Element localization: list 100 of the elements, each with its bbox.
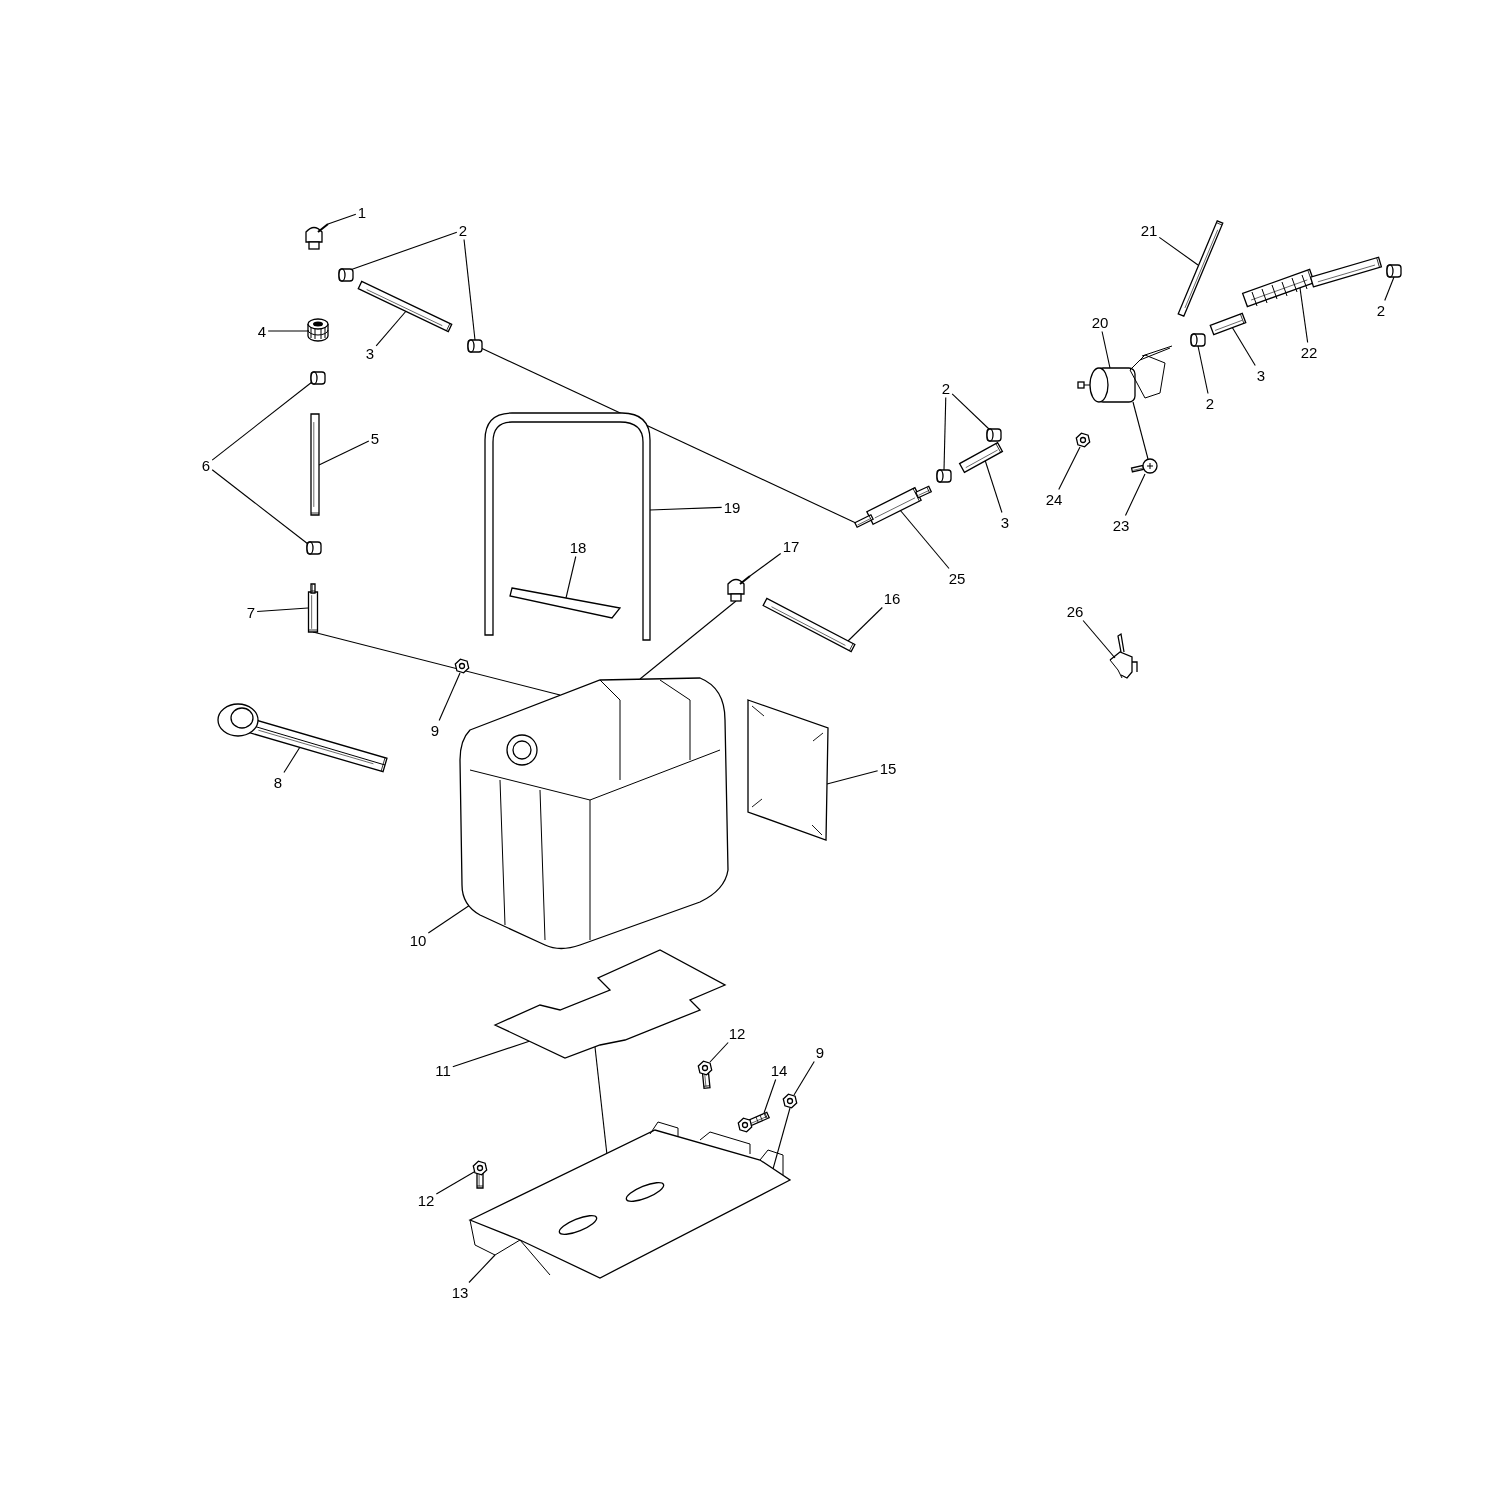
hose-drawing (762, 597, 856, 653)
leader-line (899, 509, 950, 570)
assembly-line (772, 1107, 791, 1170)
fuel-pump-drawing (1077, 345, 1173, 403)
callout-number: 24 (1045, 491, 1063, 507)
fuel-gauge-drawing (217, 703, 388, 773)
callout-number: 23 (1112, 517, 1130, 533)
callout-number: 3 (365, 345, 375, 361)
leader-line (1124, 473, 1146, 517)
leader-line (793, 1060, 815, 1096)
leader-line (463, 238, 476, 341)
hose-drawing (1177, 220, 1224, 317)
assembly-line (1132, 401, 1149, 460)
leader-line (211, 469, 309, 545)
leader-line (349, 231, 458, 271)
assembly-line (639, 600, 737, 680)
fitting-drawing (305, 223, 329, 250)
leader-line (1299, 287, 1309, 344)
leader-line (951, 393, 991, 431)
fuel-tank-drawing (459, 677, 729, 950)
leader-line (211, 381, 313, 461)
bolt-drawing (737, 1111, 771, 1133)
leader-line (565, 555, 577, 599)
callout-number: 9 (815, 1044, 825, 1060)
hose-clamp-drawing (338, 268, 354, 282)
hose-clamp-drawing (936, 469, 952, 483)
leader-line (1158, 236, 1199, 266)
callout-number: 22 (1300, 344, 1318, 360)
callout-number: 3 (1256, 367, 1266, 383)
callout-number: 3 (1000, 514, 1010, 530)
hose-drawing (1209, 312, 1247, 336)
callout-number: 15 (879, 760, 897, 776)
hose-clamp-drawing (310, 371, 326, 385)
grommet-drawing (307, 318, 329, 342)
nut-drawing (1075, 432, 1091, 448)
leader-line (256, 607, 309, 613)
callout-number: 8 (273, 774, 283, 790)
callout-number: 12 (728, 1025, 746, 1041)
callout-number: 11 (435, 1062, 451, 1078)
screw-drawing (1130, 458, 1158, 474)
callout-number: 2 (1376, 302, 1386, 318)
leader-line (1101, 330, 1111, 369)
leader-line (1384, 276, 1395, 302)
clip-drawing (1109, 632, 1138, 679)
leader-line (749, 553, 782, 577)
leader-line (943, 396, 947, 471)
callout-number: 2 (458, 222, 468, 238)
hose-clamp-drawing (1386, 264, 1402, 278)
skid-plate-drawing (468, 1121, 792, 1279)
callout-number: 1 (357, 204, 367, 220)
hose-drawing (357, 280, 453, 333)
hose-clamp-drawing (467, 339, 483, 353)
leader-line (375, 309, 408, 347)
callout-number: 10 (409, 932, 427, 948)
callout-number: 18 (569, 539, 587, 555)
leader-line (327, 213, 357, 225)
hose-clamp-drawing (1190, 333, 1206, 347)
leader-line (763, 1078, 777, 1114)
leader-line (283, 746, 301, 774)
callout-number: 25 (948, 570, 966, 586)
callout-number: 17 (782, 538, 800, 554)
callout-number: 4 (257, 323, 267, 339)
callout-number: 20 (1091, 314, 1109, 330)
callout-number: 13 (451, 1284, 469, 1300)
leader-line (847, 606, 883, 642)
fitting-drawing (307, 583, 319, 633)
hose-drawing (958, 441, 1004, 474)
pad-strip-drawing (509, 587, 622, 619)
leader-line (1058, 446, 1081, 491)
callout-number: 2 (941, 380, 951, 396)
hose-clamp-drawing (306, 541, 322, 555)
bolt-drawing (472, 1160, 488, 1189)
callout-number: 19 (723, 499, 741, 515)
callout-number: 5 (370, 430, 380, 446)
leader-line (1197, 345, 1209, 395)
leader-line (1082, 619, 1116, 659)
callout-number: 26 (1066, 603, 1084, 619)
leader-line (709, 1041, 729, 1063)
leader-line (438, 672, 461, 722)
callout-number: 16 (883, 590, 901, 606)
callout-number: 2 (1205, 395, 1215, 411)
gasket-drawing (493, 949, 727, 1059)
bolt-drawing (697, 1060, 713, 1089)
callout-number: 14 (770, 1062, 788, 1078)
nut-drawing (782, 1093, 798, 1109)
hose-clamp-drawing (986, 428, 1002, 442)
leader-line (318, 440, 370, 466)
strap-drawing (484, 412, 651, 641)
nut-drawing (454, 658, 470, 674)
callout-number: 21 (1140, 222, 1158, 238)
callout-number: 6 (201, 457, 211, 473)
leader-line (1231, 326, 1256, 367)
leader-line (452, 1040, 531, 1068)
callout-number: 7 (246, 604, 256, 620)
pad-drawing (747, 699, 829, 841)
callout-number: 12 (417, 1192, 435, 1208)
ribbed-sleeve-drawing (1241, 256, 1383, 308)
callout-number: 9 (430, 722, 440, 738)
fuel-filter-drawing (854, 485, 933, 529)
leader-line (468, 1254, 496, 1284)
